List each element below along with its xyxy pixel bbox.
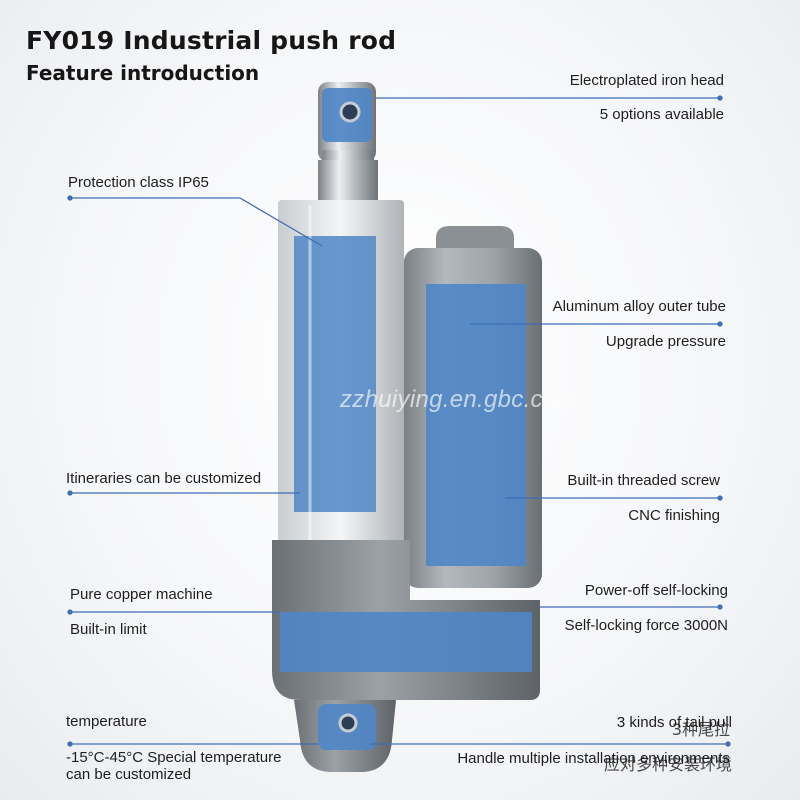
motor-title-label: Pure copper machine bbox=[70, 586, 213, 603]
tube-detail-label: Upgrade pressure bbox=[605, 333, 726, 350]
outer-tube bbox=[278, 200, 404, 545]
watermark: zzhuiying.en.gbc.com bbox=[340, 386, 577, 413]
page-subtitle: Feature introduction bbox=[26, 61, 260, 85]
tail-cn-detail-label: 应对多种安装环境 bbox=[603, 755, 732, 774]
callout-lines bbox=[67, 95, 731, 747]
motor-detail-label: Built-in limit bbox=[70, 621, 147, 638]
rod-head bbox=[318, 82, 376, 166]
lock-title-label: Power-off self-locking bbox=[584, 582, 728, 599]
temp-detail-line1: -15°C-45°C Special temperature bbox=[66, 749, 282, 766]
tail-title-label: 3 kinds of tail pull bbox=[616, 714, 732, 731]
page-title: FY019 Industrial push rod bbox=[26, 26, 397, 55]
tail-detail-label: Handle multiple installation environment… bbox=[457, 750, 730, 767]
head-title-label: Electroplated iron head bbox=[569, 72, 724, 89]
ip-title-label: Protection class IP65 bbox=[68, 174, 209, 191]
stroke-title-label: Itineraries can be customized bbox=[66, 470, 262, 487]
tube-title-label: Aluminum alloy outer tube bbox=[552, 298, 726, 315]
tail-cn-title-label: 3种尾拉 bbox=[671, 720, 730, 739]
temp-detail-line2: can be customized bbox=[66, 766, 192, 783]
gearbox bbox=[272, 540, 540, 700]
temp-title-label: temperature bbox=[66, 713, 147, 730]
screw-detail-label: CNC finishing bbox=[628, 507, 720, 524]
motor-housing bbox=[404, 226, 542, 588]
head-detail-label: 5 options available bbox=[599, 106, 724, 123]
tail-clevis bbox=[294, 700, 396, 772]
screw-title-label: Built-in threaded screw bbox=[567, 472, 720, 489]
lock-detail-label: Self-locking force 3000N bbox=[564, 617, 728, 634]
